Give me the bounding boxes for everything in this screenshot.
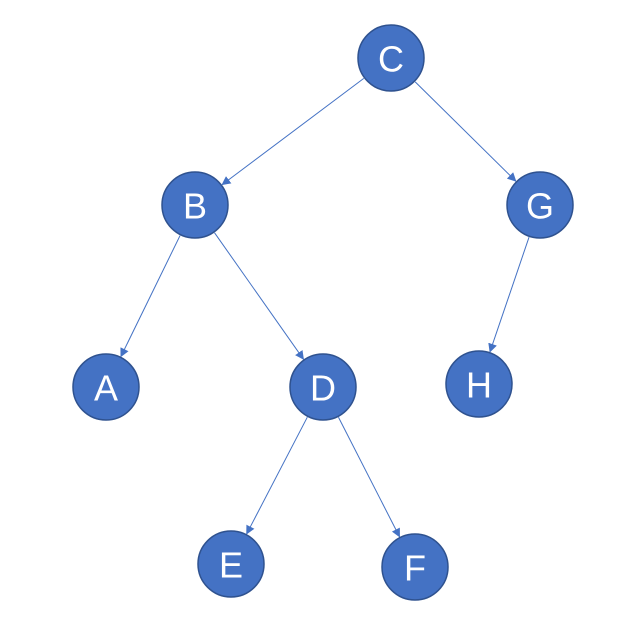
- tree-node-g: G: [506, 171, 574, 239]
- node-circle-e: [197, 530, 265, 598]
- edge-c-to-b: [221, 78, 365, 186]
- node-label-d: D: [310, 368, 336, 409]
- node-circle-a: [72, 353, 140, 421]
- node-label-b: B: [183, 186, 207, 227]
- edge-g-to-h: [488, 237, 530, 353]
- node-label-f: F: [404, 548, 426, 589]
- tree-node-c: C: [357, 24, 425, 92]
- tree-node-f: F: [381, 533, 449, 601]
- node-label-a: A: [94, 368, 118, 409]
- node-circle-b: [161, 171, 229, 239]
- tree-node-a: A: [72, 353, 140, 421]
- edges-layer: [120, 78, 530, 538]
- edge-c-to-g: [414, 81, 517, 182]
- tree-node-e: E: [197, 530, 265, 598]
- node-circle-h: [445, 350, 513, 418]
- edge-b-to-a: [120, 235, 181, 358]
- tree-node-d: D: [289, 353, 357, 421]
- tree-node-b: B: [161, 171, 229, 239]
- node-circle-f: [381, 533, 449, 601]
- node-label-h: H: [466, 365, 492, 406]
- nodes-layer: C B G A D H E F: [72, 24, 574, 601]
- node-label-g: G: [526, 186, 554, 227]
- edge-b-to-d: [214, 232, 304, 360]
- node-circle-g: [506, 171, 574, 239]
- node-circle-c: [357, 24, 425, 92]
- node-label-e: E: [219, 545, 243, 586]
- edge-d-to-f: [338, 417, 400, 538]
- node-label-c: C: [378, 39, 404, 80]
- edge-d-to-e: [246, 416, 308, 535]
- tree-node-h: H: [445, 350, 513, 418]
- node-circle-d: [289, 353, 357, 421]
